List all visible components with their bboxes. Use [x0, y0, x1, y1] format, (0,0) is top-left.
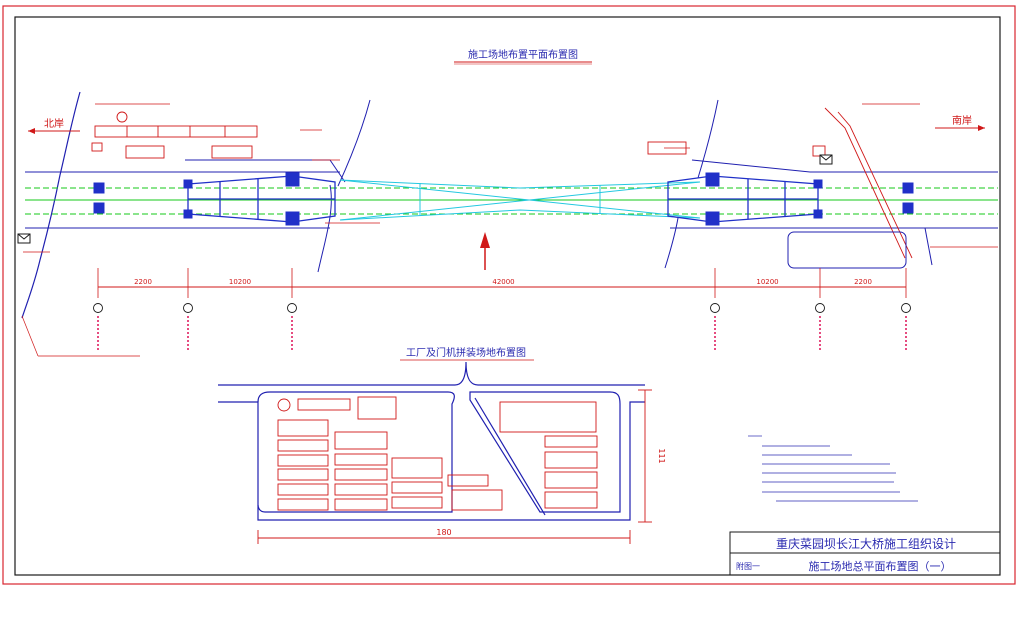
- envelope-icons: [17, 154, 833, 244]
- north-site-buildings: [91, 111, 258, 159]
- pier-blocks: [93, 172, 914, 226]
- south-river-bank: [697, 99, 719, 179]
- title-block: [729, 531, 1001, 576]
- site-plan-dimensions: [257, 389, 652, 544]
- span-dimension-label: 10200: [229, 278, 251, 286]
- north-arrow-icon: [480, 232, 490, 270]
- axis-bubble: [901, 303, 911, 313]
- leader-lines: [21, 103, 998, 357]
- span-dimension-label: 2200: [134, 278, 152, 286]
- south-yard: [787, 227, 998, 269]
- site-plan-title: 工厂及门机拼装场地布置图: [406, 346, 526, 359]
- drawing-name: 施工场地总平面布置图（一）: [809, 559, 952, 573]
- axis-bubble: [815, 303, 825, 313]
- inner-frame: [14, 16, 1001, 576]
- south-site-buildings: [647, 107, 913, 259]
- site-plan-buildings: [277, 396, 598, 511]
- axis-bubble: [710, 303, 720, 313]
- site-width-dimension: 180: [436, 528, 451, 537]
- site-height-dimension: 111: [657, 448, 666, 463]
- dimension-chain: 2200 10200 42000 10200 2200: [93, 268, 911, 352]
- bridge-deck-outline: [339, 179, 701, 221]
- road-corridor: [25, 159, 998, 229]
- axis-bubble: [287, 303, 297, 313]
- south-river-bank-lower: [664, 217, 679, 269]
- outer-frame: [2, 5, 1016, 585]
- north-river-bank: [21, 91, 81, 319]
- figure-label: 附图一: [736, 561, 760, 571]
- span-dimension-label: 2200: [854, 278, 872, 286]
- axis-bubble: [93, 303, 103, 313]
- notes-block: [748, 435, 918, 502]
- truss-north: [187, 175, 336, 223]
- axis-bubble: [183, 303, 193, 313]
- river-centerline-upper: [337, 99, 371, 187]
- project-name: 重庆菜园坝长江大桥施工组织设计: [776, 537, 956, 551]
- span-dimension-label: 10200: [756, 278, 778, 286]
- south-bank-label: 南岸: [952, 114, 972, 127]
- site-plan-roads: [218, 361, 645, 521]
- span-dimension-label: 42000: [492, 278, 514, 286]
- north-river-bank-inner: [317, 184, 332, 273]
- main-title: 施工场地布置平面布置图: [468, 48, 578, 61]
- north-bank-label: 北岸: [44, 118, 64, 130]
